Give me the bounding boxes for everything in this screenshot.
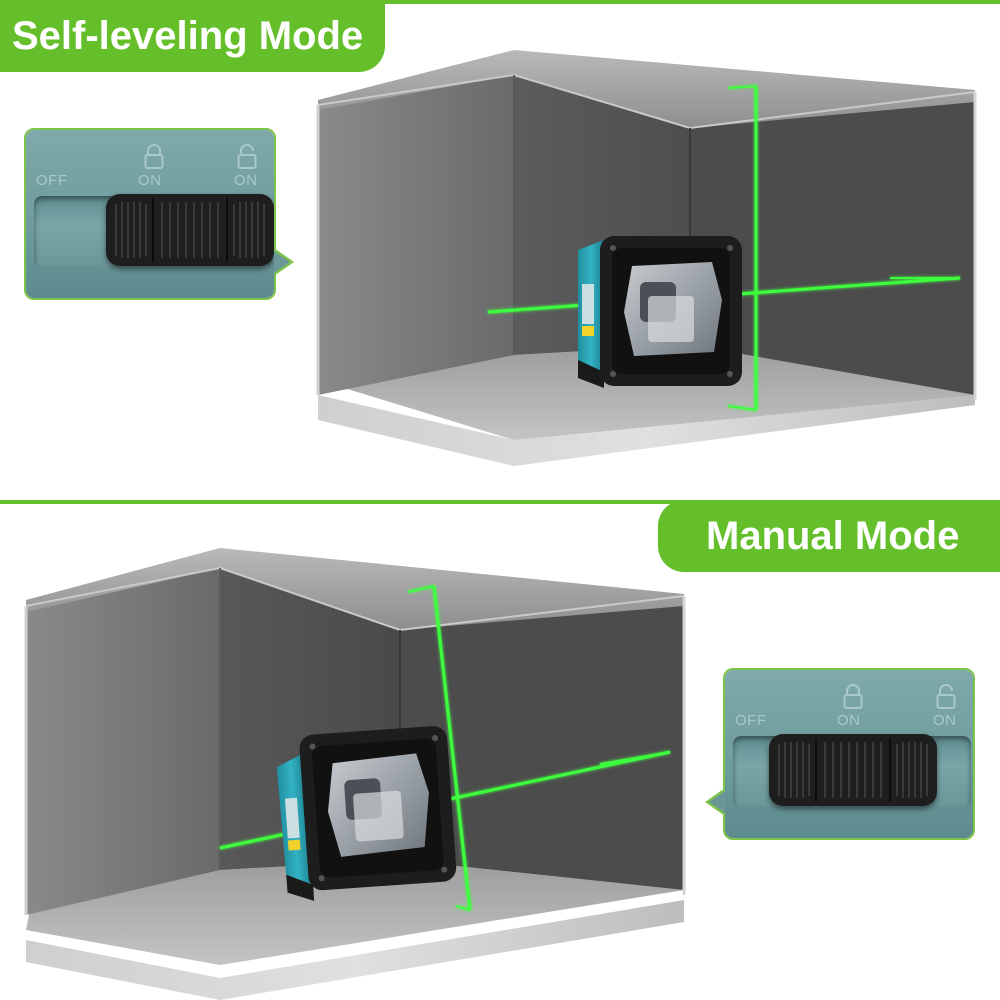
- switch-label-on-unlocked: ON: [933, 712, 957, 729]
- knob-grip-ribs: [115, 198, 265, 262]
- knob-grip-ribs: [778, 738, 928, 802]
- mode-switch-knob: [106, 194, 274, 266]
- top-frame-line: [0, 0, 1000, 4]
- switch-callout-self-leveling: OFF ON ON: [24, 128, 294, 300]
- room-top: [316, 50, 977, 466]
- lock-closed-icon: [144, 144, 164, 169]
- switch-callout-manual: OFF ON ON: [705, 668, 975, 840]
- switch-label-on-unlocked: ON: [234, 172, 258, 189]
- mode-switch-knob: [769, 734, 937, 806]
- callout-background: OFF ON ON: [725, 670, 973, 838]
- switch-label-off: OFF: [735, 712, 767, 729]
- lock-open-icon: [237, 144, 257, 169]
- switch-label-off: OFF: [36, 172, 68, 189]
- callout-pointer-inner: [709, 791, 725, 813]
- switch-label-on-locked: ON: [138, 172, 162, 189]
- self-leveling-mode-title: Self-leveling Mode: [0, 0, 385, 72]
- laser-level-device-top: [578, 236, 742, 388]
- callout-pointer-inner: [274, 251, 290, 273]
- callout-background: OFF ON ON: [26, 130, 274, 298]
- room-bottom: [24, 548, 686, 1000]
- laser-level-device-bottom: [276, 726, 457, 901]
- manual-mode-title: Manual Mode: [658, 500, 1000, 572]
- lock-open-icon: [936, 684, 956, 709]
- switch-label-on-locked: ON: [837, 712, 861, 729]
- lock-closed-icon: [843, 684, 863, 709]
